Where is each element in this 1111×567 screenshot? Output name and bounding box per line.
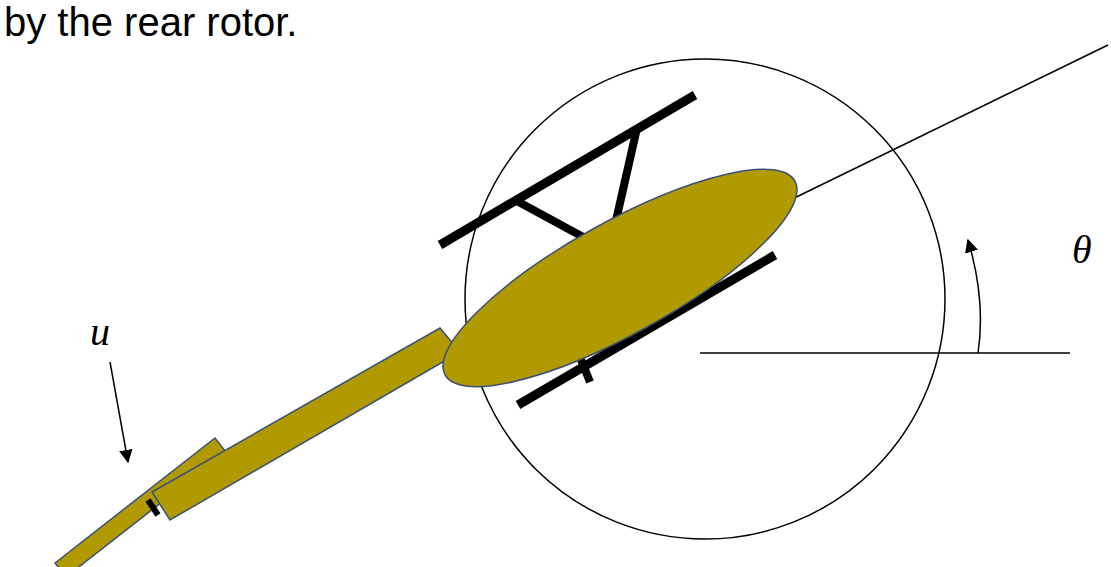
input-symbol: u bbox=[90, 310, 110, 354]
body-axis-line bbox=[780, 45, 1108, 205]
fuselage bbox=[418, 132, 822, 424]
input-arrow bbox=[110, 362, 128, 462]
reference-line bbox=[700, 352, 1070, 354]
angle-symbol: θ bbox=[1072, 228, 1092, 272]
tail-rotor-mount bbox=[148, 500, 158, 515]
tail-boom bbox=[152, 328, 460, 520]
skid-strut bbox=[515, 200, 585, 238]
angle-arc bbox=[968, 240, 980, 353]
caption-text: by the rear rotor. bbox=[4, 0, 297, 44]
